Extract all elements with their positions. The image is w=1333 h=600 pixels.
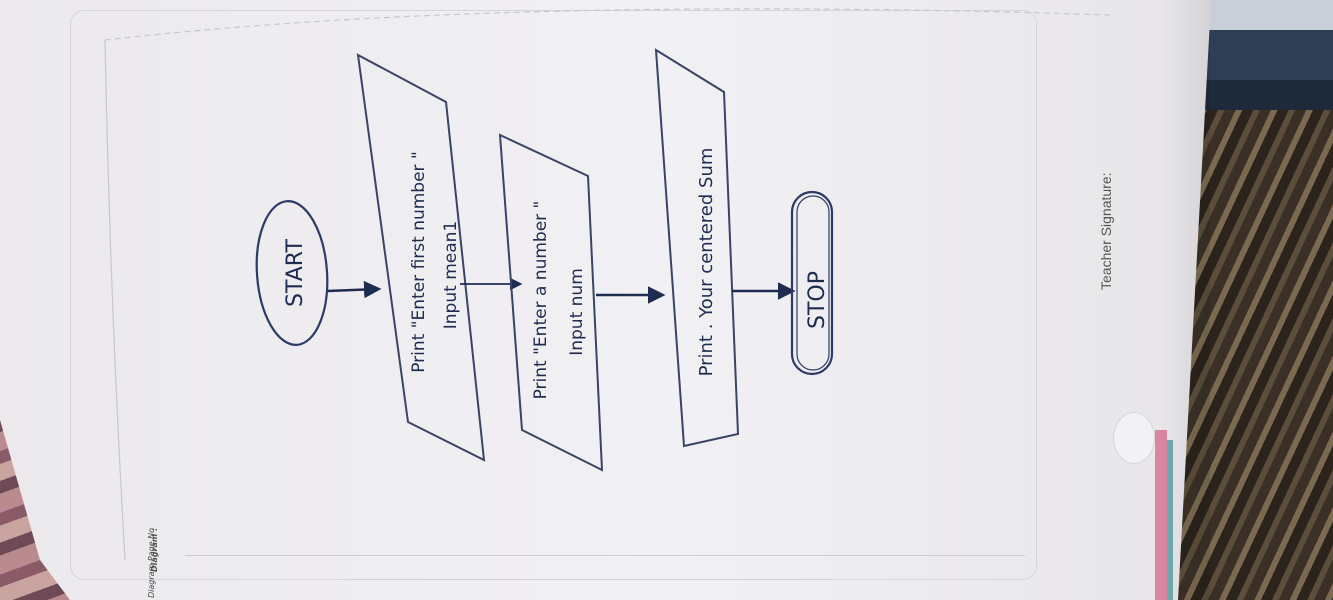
blue-cloth-background: [1200, 0, 1333, 110]
diagram-frame: [70, 10, 1037, 580]
box1-line2: Input mean1: [441, 221, 461, 329]
scallop-border-left: [104, 8, 1111, 41]
box2-line2: Input num: [567, 268, 587, 356]
box3-line1: Print . Your centered Sum: [696, 148, 717, 377]
arrow-start-to-box1: [327, 280, 382, 299]
box2-line1: Print "Enter a number ": [531, 201, 551, 400]
output-box-3: Print . Your centered Sum: [654, 48, 740, 448]
scallop-border-top: [104, 39, 126, 561]
input-box-1: Print "Enter first number " Input mean1: [356, 53, 486, 462]
start-terminal: START: [255, 200, 329, 346]
start-label: START: [283, 239, 308, 307]
pink-edge-strip: [1155, 430, 1167, 600]
stop-terminal: STOP: [790, 190, 834, 376]
notebook-page: [0, 0, 1210, 600]
stop-label: STOP: [805, 271, 830, 329]
teal-edge-strip: [1167, 440, 1173, 600]
box1-line1: Print "Enter first number ": [409, 151, 429, 373]
page-number-circle: [1113, 412, 1155, 464]
input-box-2: Print "Enter a number " Input num: [498, 133, 604, 472]
diagram-divider: [185, 555, 1025, 556]
